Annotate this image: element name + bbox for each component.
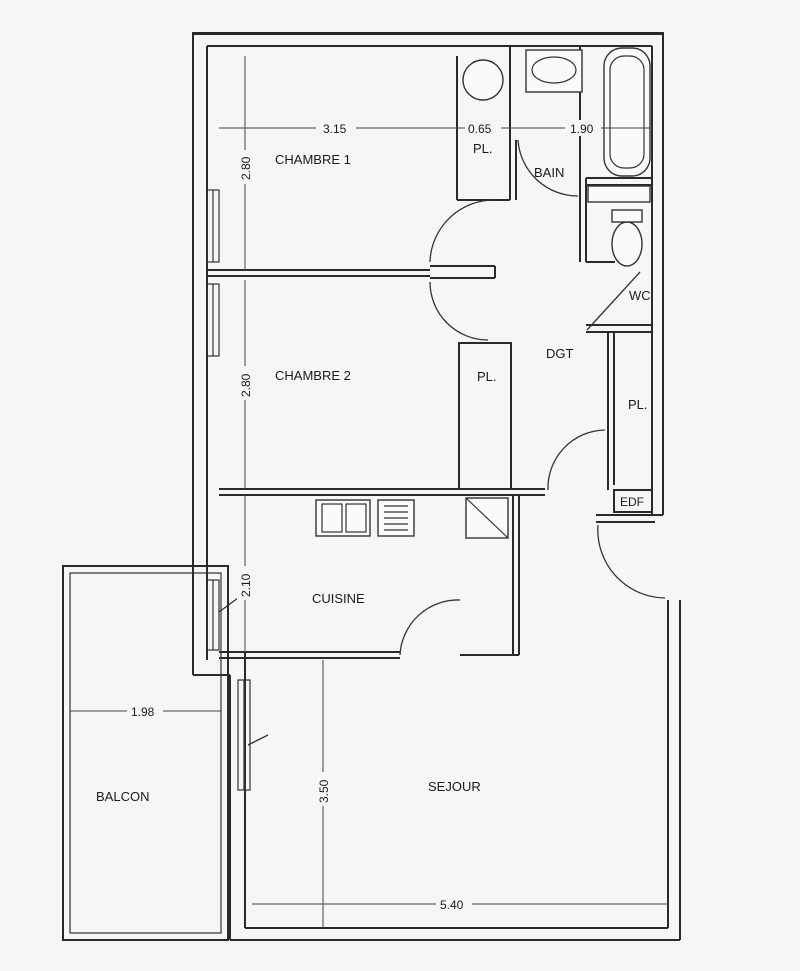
washbasin-icon	[525, 49, 583, 93]
placard-label-dgt: PL.	[628, 397, 648, 412]
dim-chambre1-height: 2.80	[239, 156, 253, 180]
interior-walls	[207, 46, 663, 659]
fixtures	[315, 47, 651, 539]
dim-chambre2-height: 2.80	[239, 373, 253, 397]
room-label-balcon: BALCON	[96, 789, 149, 804]
dim-sejour-height: 3.50	[317, 779, 331, 803]
room-label-chambre-1: CHAMBRE 1	[275, 152, 351, 167]
dim-balcon-width: 1.98	[131, 705, 155, 719]
toilet-icon	[611, 221, 643, 267]
room-label-wc: WC	[629, 288, 651, 303]
window-marks	[206, 189, 251, 791]
dimension-lines	[70, 56, 668, 928]
dim-top-3-15: 3.15	[323, 122, 347, 136]
edf-label: EDF	[620, 495, 644, 509]
dim-top-0-65: 0.65	[468, 122, 492, 136]
sink-round-icon	[462, 59, 504, 101]
dim-sejour-width: 5.40	[440, 898, 464, 912]
shower-icon	[587, 185, 651, 203]
placard-label-chambre-2: PL.	[477, 369, 497, 384]
room-label-dgt: DGT	[546, 346, 574, 361]
room-label-cuisine: CUISINE	[312, 591, 365, 606]
dim-cuisine-height: 2.10	[239, 573, 253, 597]
cooktop-icon	[315, 499, 371, 537]
room-label-chambre-2: CHAMBRE 2	[275, 368, 351, 383]
placard-label-chambre-1: PL.	[473, 141, 493, 156]
room-label-sejour: SEJOUR	[428, 779, 481, 794]
room-label-bain: BAIN	[534, 165, 564, 180]
dim-top-1-90: 1.90	[570, 122, 594, 136]
doors	[218, 139, 666, 746]
bathtub-icon	[603, 47, 651, 177]
balcony	[62, 565, 229, 941]
